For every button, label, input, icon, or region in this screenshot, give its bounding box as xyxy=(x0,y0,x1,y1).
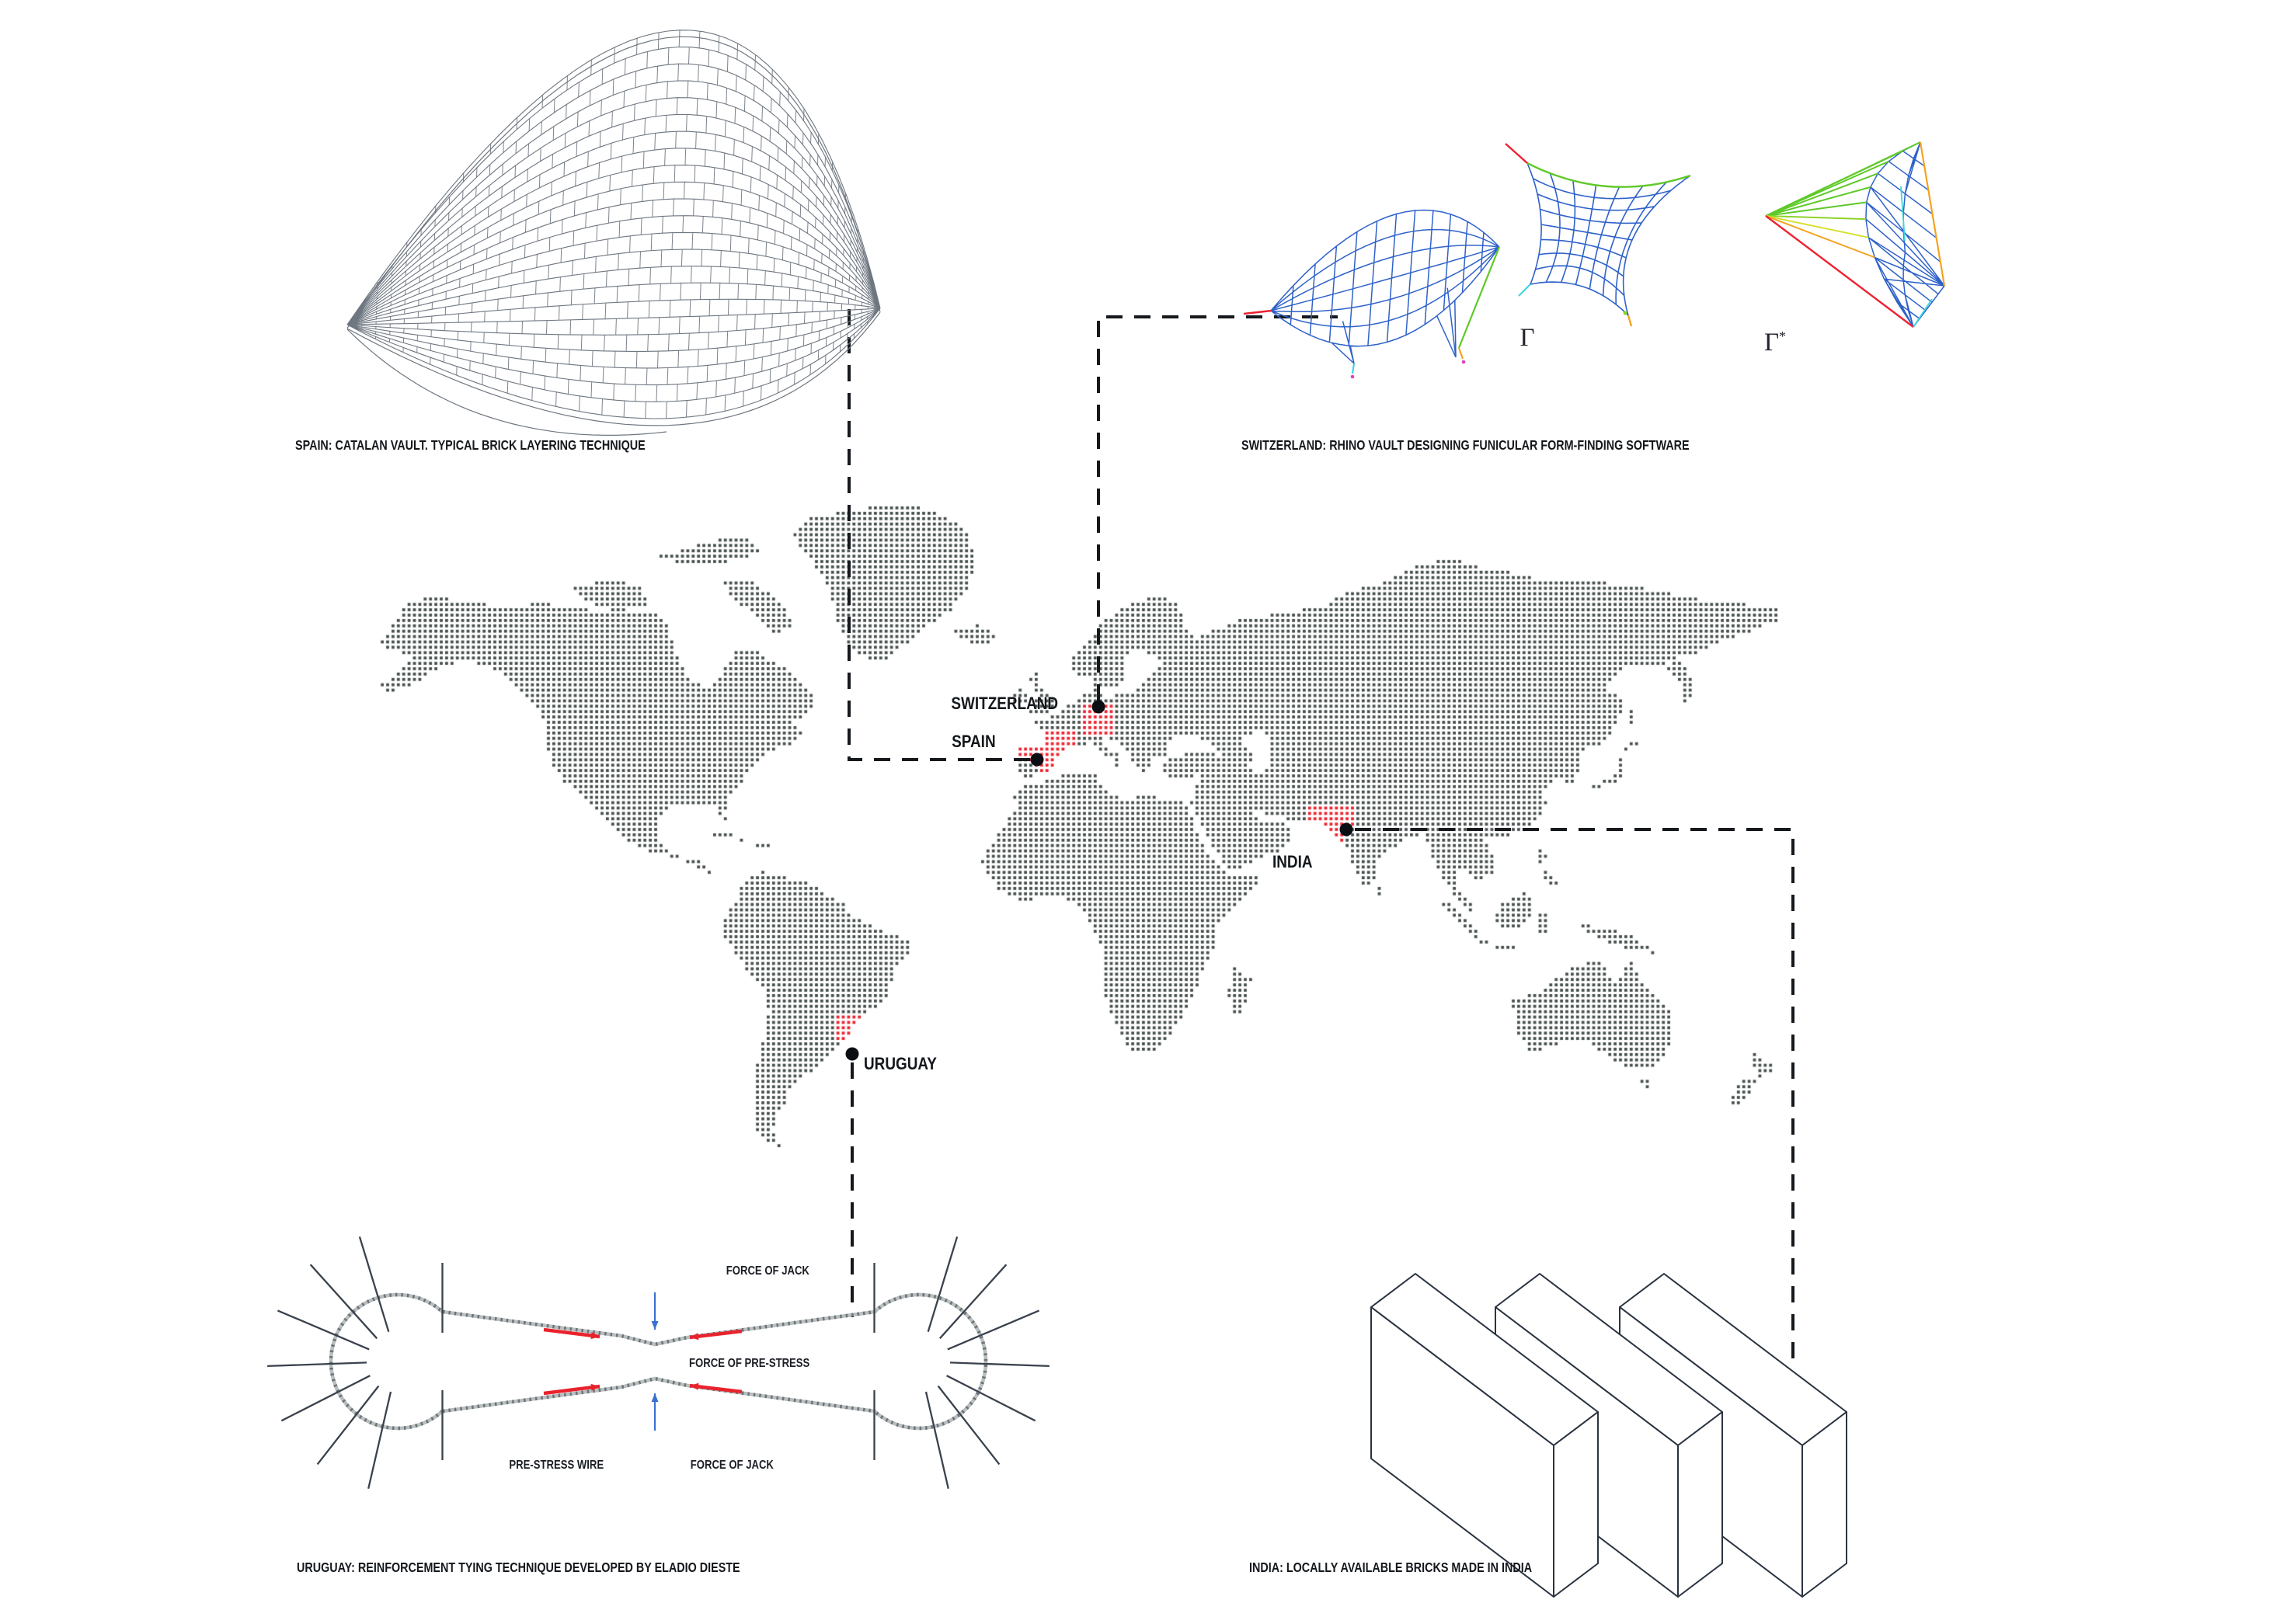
caption-india: INDIA: LOCALLY AVAILABLE BRICKS MADE IN … xyxy=(1249,1560,1533,1575)
caption-spain: SPAIN: CATALAN VAULT. TYPICAL BRICK LAYE… xyxy=(295,437,646,453)
connector-lines xyxy=(848,309,1794,1367)
catalan-vault-drawing xyxy=(346,30,881,436)
caption-uruguay: URUGUAY: REINFORCEMENT TYING TECHNIQUE D… xyxy=(297,1560,740,1575)
rhino-vault-3d-diagram xyxy=(1243,209,1501,379)
label-force-of-jack-top: FORCE OF JACK xyxy=(726,1264,809,1278)
map-label-switzerland: SWITZERLAND xyxy=(951,694,1058,713)
map-markers xyxy=(845,700,1353,1061)
label-force-of-pre-stress: FORCE OF PRE-STRESS xyxy=(689,1357,810,1370)
brick-drawings xyxy=(1370,1273,1847,1598)
rhino-form-diagram xyxy=(1505,143,1691,327)
caption-switzerland: SWITZERLAND: RHINO VAULT DESIGNING FUNIC… xyxy=(1241,437,1690,453)
map-label-india: INDIA xyxy=(1272,852,1313,871)
gamma-force-label: Γ* xyxy=(1763,329,1787,356)
map-label-uruguay: URUGUAY xyxy=(864,1054,937,1073)
rhino-force-diagram xyxy=(1765,141,1946,328)
tying-technique-diagram xyxy=(267,1236,1050,1489)
label-force-of-jack-bottom: FORCE OF JACK xyxy=(690,1459,774,1472)
gamma-form-label: Γ xyxy=(1519,324,1535,352)
map-label-spain: SPAIN xyxy=(952,732,996,751)
label-pre-stress-wire: PRE-STRESS WIRE xyxy=(509,1459,604,1472)
